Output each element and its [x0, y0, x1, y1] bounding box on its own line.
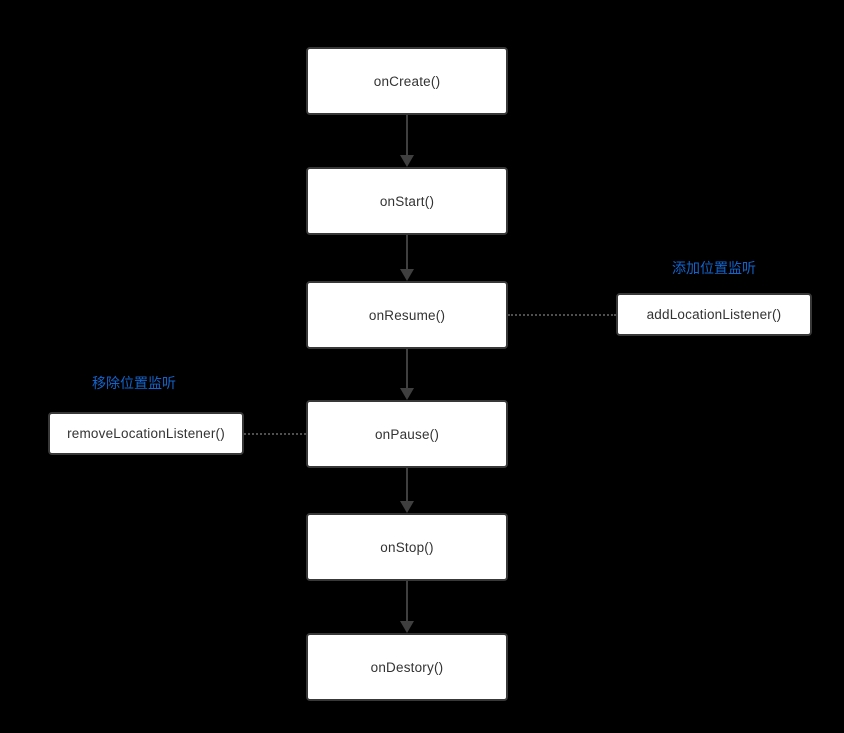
node-oncreate: onCreate(): [306, 47, 508, 115]
caption-add-location-listener: 添加位置监听: [672, 260, 756, 276]
arrow-down-icon: [400, 269, 414, 281]
connector-line-onresume-onpause: [406, 349, 408, 389]
node-removelocationlistener: removeLocationListener(): [48, 412, 244, 455]
node-onstop-label: onStop(): [380, 539, 434, 555]
arrow-down-icon: [400, 621, 414, 633]
node-onpause-label: onPause(): [374, 426, 440, 442]
node-addlocationlistener-label: addLocationListener(): [646, 307, 782, 322]
dotted-link-removelocationlistener-onpause: [244, 433, 306, 435]
connector-line-onstop-ondestory: [406, 581, 408, 622]
arrow-down-icon: [400, 155, 414, 167]
connector-line-onpause-onstop: [406, 468, 408, 502]
arrow-down-icon: [400, 501, 414, 513]
connector-line-onstart-onresume: [406, 235, 408, 270]
dotted-link-onresume-addlocationlistener: [508, 314, 616, 316]
node-onresume-label: onResume(): [368, 307, 446, 323]
node-oncreate-label: onCreate(): [373, 73, 441, 89]
node-onstart-label: onStart(): [379, 193, 435, 209]
node-onresume: onResume(): [306, 281, 508, 349]
caption-remove-location-listener: 移除位置监听: [92, 375, 176, 391]
node-onstop: onStop(): [306, 513, 508, 581]
arrow-down-icon: [400, 388, 414, 400]
node-ondestory-label: onDestory(): [370, 659, 444, 675]
node-onstart: onStart(): [306, 167, 508, 235]
node-ondestory: onDestory(): [306, 633, 508, 701]
node-onpause: onPause(): [306, 400, 508, 468]
node-removelocationlistener-label: removeLocationListener(): [67, 426, 225, 441]
node-addlocationlistener: addLocationListener(): [616, 293, 812, 336]
connector-line-oncreate-onstart: [406, 115, 408, 156]
